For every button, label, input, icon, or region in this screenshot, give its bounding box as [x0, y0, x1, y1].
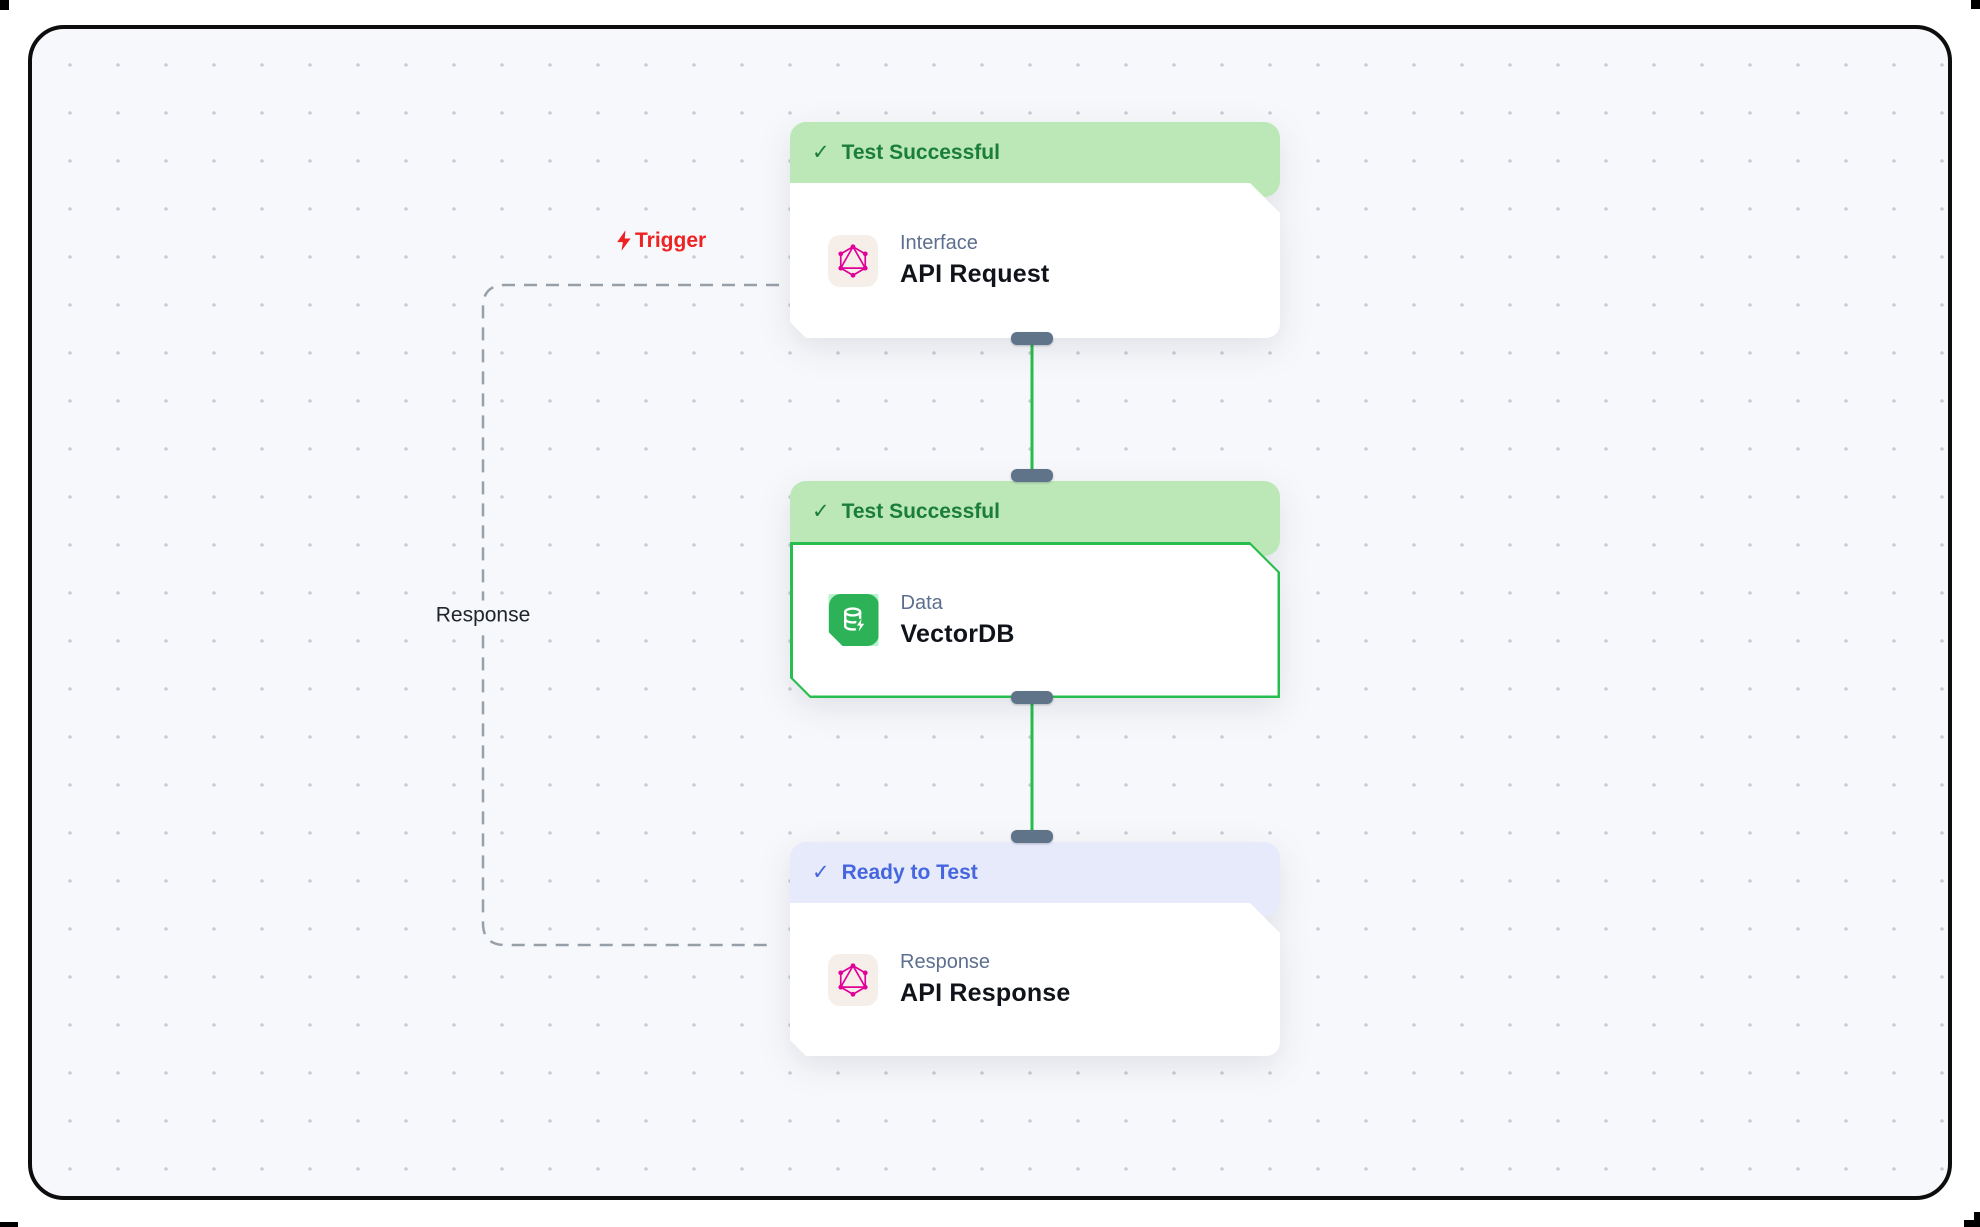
target-handle-vectordb[interactable]: [1011, 469, 1053, 482]
source-handle-api-request[interactable]: [1011, 332, 1053, 345]
node-card-body-selected-border: Data VectorDB: [790, 542, 1280, 698]
node-category: Data: [900, 591, 943, 614]
node-vectordb[interactable]: ✓ Test Successful Data VectorDB: [790, 481, 1280, 698]
node-status-text: Test Successful: [841, 140, 1000, 164]
node-title: API Response: [900, 979, 1071, 1007]
node-api-request[interactable]: ✓ Test Successful Interface API Request: [790, 122, 1280, 338]
node-card-body[interactable]: Interface API Request: [790, 183, 1280, 338]
node-card-body[interactable]: Response API Response: [790, 903, 1280, 1056]
node-title: VectorDB: [900, 619, 1015, 648]
check-icon: ✓: [812, 500, 830, 523]
node-status-text: Ready to Test: [841, 860, 978, 884]
screenshot-corner-fragment: [1974, 1212, 1980, 1227]
screenshot-corner-fragment: [0, 1222, 18, 1227]
node-api-response[interactable]: ✓ Ready to Test Response API Response: [790, 842, 1280, 1056]
node-title: API Request: [900, 260, 1050, 288]
node-category: Response: [900, 951, 991, 973]
database-lightning-icon: [829, 594, 879, 646]
lightning-bolt-icon: [617, 230, 631, 251]
node-category: Interface: [900, 232, 978, 254]
screenshot-corner-fragment: [1971, 0, 1980, 9]
target-handle-api-response[interactable]: [1011, 830, 1053, 843]
node-status-text: Test Successful: [841, 499, 1000, 523]
trigger-edge-label: Trigger: [614, 229, 706, 252]
node-card-body[interactable]: Data VectorDB: [793, 545, 1278, 696]
check-icon: ✓: [812, 861, 830, 884]
response-edge-label: Response: [427, 600, 539, 630]
source-handle-vectordb[interactable]: [1011, 691, 1053, 704]
graphql-icon: [828, 954, 878, 1006]
screenshot-corner-fragment: [0, 0, 9, 10]
graphql-icon: [828, 235, 878, 287]
response-edge-label-text: Response: [435, 603, 531, 627]
check-icon: ✓: [812, 141, 830, 164]
screenshot-corner-fragment: [1964, 1220, 1980, 1227]
trigger-edge-label-text: Trigger: [635, 229, 707, 252]
